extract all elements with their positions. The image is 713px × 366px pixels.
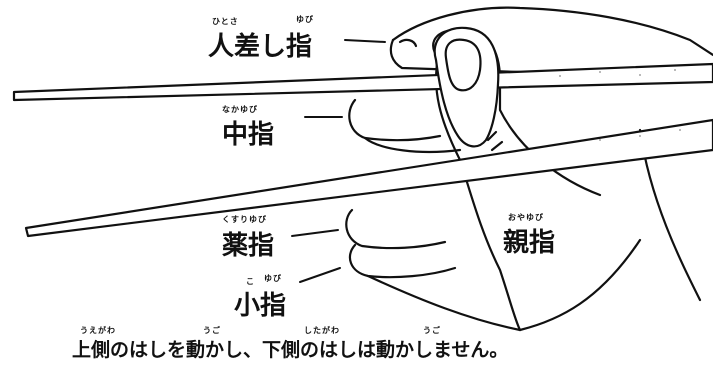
ring-finger-ruby: くすりゆび — [222, 215, 267, 224]
thumb-ruby: おやゆび — [508, 213, 544, 222]
upper-chopstick — [12, 62, 713, 102]
caption-ruby-uegawa: うえがわ — [80, 326, 116, 335]
palm-edge — [518, 238, 642, 332]
thumb-front — [433, 26, 500, 148]
index-finger-outline — [389, 38, 522, 74]
caption-ruby-shitagawa: したがわ — [304, 326, 340, 335]
lower-chopstick — [24, 118, 713, 238]
index-finger-label: 人差し指 — [208, 32, 313, 62]
thumb-inner — [435, 56, 522, 332]
middle-finger-ruby: なかゆび — [222, 105, 258, 114]
caption-ruby-ugo-2: うご — [423, 326, 441, 335]
thumb-label: 親指 — [503, 228, 556, 258]
little-finger-ruby-ko: こ — [246, 277, 255, 286]
thumb-crease — [486, 130, 504, 152]
hand-lower-edge — [366, 274, 522, 332]
little-pointer-line — [299, 267, 341, 283]
index-finger-ruby-hitosa: ひとさ — [212, 17, 239, 26]
caption-ruby-ugo-1: うご — [203, 326, 221, 335]
middle-finger-label: 中指 — [222, 120, 275, 150]
little-finger-label: 小指 — [234, 291, 287, 321]
index-pointer-line — [344, 39, 386, 43]
texture-dot — [599, 71, 601, 73]
middle-finger-outline — [348, 98, 442, 142]
caption-text: 上側のはしを動かし、下側のはしは動かしません。 — [72, 339, 509, 361]
ring-finger-outline — [345, 208, 447, 250]
texture-dot — [674, 69, 676, 71]
hand-outline — [391, 6, 713, 57]
little-finger-outline — [348, 243, 457, 279]
texture-dot — [559, 75, 561, 77]
little-finger-ruby-yubi: ゆび — [264, 274, 282, 283]
index-finger-ruby-yubi: ゆび — [296, 15, 314, 24]
texture-dot — [639, 135, 641, 137]
ring-finger-label: 薬指 — [222, 231, 275, 261]
ring-pointer-line — [291, 229, 339, 237]
middle-finger-lower — [363, 136, 462, 153]
texture-dot — [599, 139, 601, 141]
texture-dot — [679, 129, 681, 131]
index-finger-nail — [398, 38, 418, 48]
texture-dot — [639, 74, 641, 76]
thumb-nail-front — [444, 38, 482, 92]
